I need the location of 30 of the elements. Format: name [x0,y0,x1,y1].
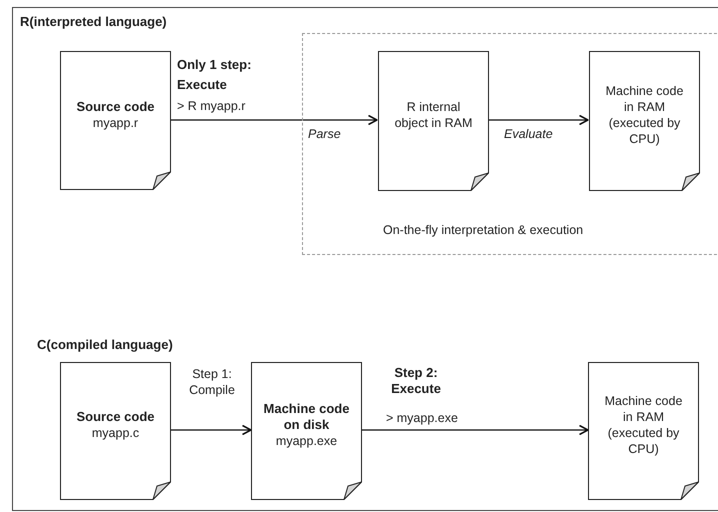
dashed-group-box [302,33,718,255]
step-label: Only 1 step: Execute [177,56,252,94]
edge-label: Parse [308,126,342,142]
document-text: myapp.c [92,425,140,441]
arrow [171,424,252,436]
arrow [362,424,589,436]
arrow [488,114,589,126]
document-title: Machine code on disk [262,401,350,433]
document-title: Source code [76,98,155,114]
section-title: R(interpreted language) [20,13,168,31]
document-shape [60,362,171,500]
group-caption: On-the-fly interpretation & execution [383,222,584,240]
document-shape [60,51,171,190]
document-text: Machine code in RAM (executed by CPU) [604,393,684,457]
document-text: myapp.exe [276,433,338,449]
document-shape [251,362,362,500]
document-shape [589,51,700,191]
command-text: > myapp.exe [386,410,459,427]
document-text: R internal object in RAM [394,99,474,131]
edge-label: Step 2: Execute [390,365,442,397]
command-text: > R myapp.r [177,98,246,115]
document-shape [378,51,489,191]
edge-label: Step 1: Compile [188,366,236,398]
document-text: Machine code in RAM (executed by CPU) [604,83,684,147]
document-title: Source code [76,409,155,425]
section-title: C(compiled language) [37,336,174,354]
document-shape [588,362,699,500]
arrow [171,114,378,126]
edge-label: Evaluate [504,126,554,142]
document-text: myapp.r [92,114,138,130]
